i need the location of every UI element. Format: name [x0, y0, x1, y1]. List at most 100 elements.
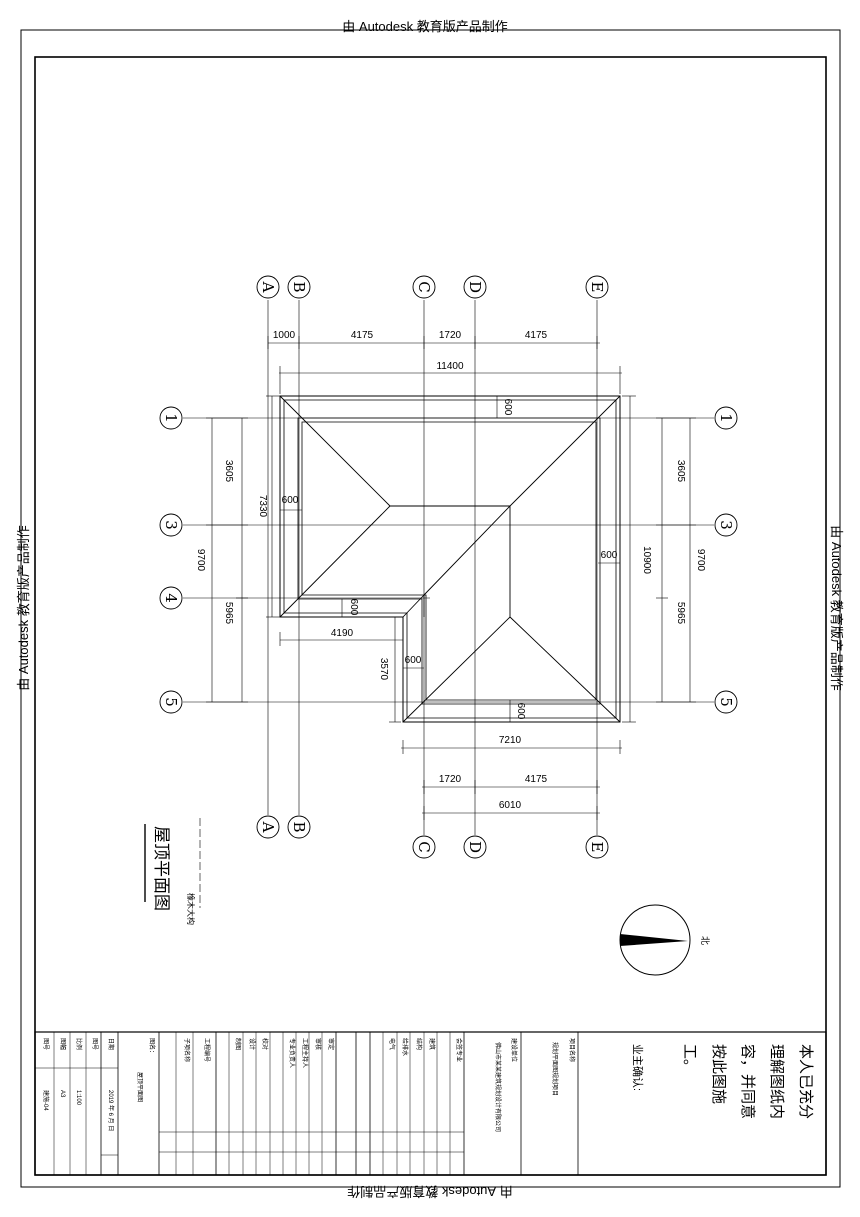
dim-right-total: 9700: [695, 549, 706, 572]
plan-title-block: 屋顶平面图 橡木大构: [144, 818, 201, 925]
drawing-name-label: 图名：: [148, 1038, 156, 1056]
dim-left-total: 9700: [195, 549, 206, 572]
roof-hips: [279, 395, 621, 723]
sig-label-1: 审核: [314, 1038, 322, 1050]
axis-label-1-left: 1: [162, 413, 180, 423]
sig-label-7: 工程编号: [203, 1038, 211, 1062]
dim-bottom-total: 6010: [499, 800, 522, 811]
sig2-label-4: 电气: [388, 1038, 396, 1050]
title-block-texts: 日期 2019 年 6 月 日 图号 比例 1:100 图幅 A3 图号 建施-…: [42, 1038, 815, 1132]
dims-right-lines: [622, 395, 696, 723]
sig-label-4: 校对: [261, 1038, 269, 1050]
dims-bottom-lines: [401, 740, 622, 820]
north-label: 北: [700, 936, 710, 945]
dim-overhang-right: 600: [601, 550, 618, 561]
dim-top-4: 4175: [525, 330, 548, 341]
dim-left-1: 3605: [223, 460, 234, 483]
project-value: 规划平面图规划项目: [551, 1042, 559, 1096]
info-value-scale: 1:100: [75, 1090, 81, 1106]
axis-label-c-bottom: C: [415, 841, 433, 852]
sig-label-3: 专业负责人: [288, 1038, 296, 1068]
dims-top-lines: [267, 336, 622, 394]
confirm-line-3: 容，并同意: [739, 1044, 757, 1119]
dim-overhang-inner: 600: [405, 655, 422, 666]
plan-note: 橡木大构: [186, 893, 196, 925]
dim-top-overall: 11400: [436, 361, 464, 372]
dims-lower-left-lines: [279, 616, 404, 723]
dim-top-1: 1000: [273, 330, 296, 341]
axis-label-b-top: B: [290, 281, 308, 292]
info-label-size: 图幅: [59, 1038, 67, 1050]
dim-overhang-lower: 600: [348, 599, 359, 616]
dim-lower-height: 3570: [378, 658, 389, 681]
dim-right-inner: 10900: [641, 546, 652, 574]
confirm-line-2: 理解图纸内: [768, 1044, 786, 1119]
plan-title: 屋顶平面图: [151, 826, 171, 911]
dim-right-2: 5965: [675, 602, 686, 625]
axis-label-e-bottom: E: [588, 842, 606, 853]
axis-label-3-left: 3: [162, 520, 180, 530]
axis-lines-horizontal: [183, 417, 714, 703]
dim-bottom-2: 4175: [525, 774, 548, 785]
watermark-left: 由 Autodesk 教育版产品制作: [16, 525, 31, 690]
dim-bottom-1: 1720: [439, 774, 462, 785]
dim-bottom-overall: 7210: [499, 735, 522, 746]
confirm-line-1: 本人已充分: [797, 1044, 815, 1119]
title-block: [34, 1031, 827, 1176]
dim-right-1: 3605: [675, 460, 686, 483]
info-label-drawing-no: 图号: [91, 1038, 98, 1050]
axis-label-a-bottom: A: [259, 821, 277, 833]
confirm-line-4: 按此图施: [710, 1044, 728, 1104]
dimension-texts: 1000 4175 1720 4175 11400 600 600 600 60…: [195, 330, 706, 811]
axis-label-d-bottom: D: [466, 841, 484, 853]
dim-top-3: 1720: [439, 330, 462, 341]
axis-labels: A B C D E A B C D E 1 3 4 5 1 3 5: [162, 281, 735, 853]
dims-left-lines: [206, 395, 280, 703]
sig2-label-1: 建筑: [428, 1038, 436, 1050]
north-arrow: 北: [619, 904, 710, 976]
axis-label-3-right: 3: [717, 520, 735, 530]
axis-bubbles: [159, 275, 738, 859]
info-label-scale: 比例: [75, 1038, 83, 1050]
info-label-date: 日期: [107, 1038, 115, 1050]
dim-overhang-bottom: 600: [515, 703, 526, 720]
owner-confirm-label: 业主确认:: [631, 1044, 644, 1091]
project-label: 项目名称: [568, 1038, 576, 1062]
axis-label-c-top: C: [415, 281, 433, 292]
axis-label-a-top: A: [259, 281, 277, 293]
watermark-top: 由 Autodesk 教育版产品制作: [342, 19, 507, 34]
info-value-size: A3: [59, 1090, 65, 1098]
unit-value: 佛山市某某建筑规划设计有限公司: [494, 1042, 502, 1132]
watermark-bottom: 由 Autodesk 教育版产品制作: [347, 1184, 512, 1199]
drawing-name-value: 屋顶平面图: [136, 1072, 143, 1102]
sig2-label-0: 会签专业: [455, 1038, 463, 1062]
unit-label: 建设单位: [510, 1038, 518, 1062]
axis-label-e-top: E: [588, 282, 606, 293]
dim-lower-left-width: 4190: [331, 628, 354, 639]
info-label-sheet: 图号: [42, 1038, 49, 1050]
overhang-markers: [280, 396, 620, 722]
info-value-sheet: 建施-04: [42, 1090, 50, 1111]
sig-label-0: 审定: [327, 1038, 335, 1050]
sig-label-2: 工程主持人: [301, 1038, 309, 1068]
roof-plan: [159, 275, 738, 859]
dim-overhang-left: 600: [282, 495, 299, 506]
info-value-date: 2019 年 6 月 日: [107, 1090, 115, 1131]
sig-label-8: 子项名称: [183, 1038, 191, 1062]
axis-lines-vertical: [267, 300, 598, 835]
axis-label-d-top: D: [466, 281, 484, 293]
confirm-line-5: 工。: [681, 1044, 699, 1074]
axis-label-b-bottom: B: [290, 821, 308, 832]
sig2-label-2: 结构: [415, 1038, 423, 1050]
axis-label-5-left: 5: [162, 697, 180, 707]
sig-label-5: 设计: [248, 1038, 256, 1050]
axis-label-1-right: 1: [717, 413, 735, 423]
dim-top-2: 4175: [351, 330, 374, 341]
sig2-label-3: 给排水: [401, 1038, 409, 1056]
dim-left-inner: 7330: [257, 495, 268, 518]
inner-frame: [34, 56, 827, 1176]
dim-left-2: 5965: [223, 602, 234, 625]
axis-label-4-left: 4: [162, 593, 180, 603]
outer-border: [20, 29, 841, 1188]
